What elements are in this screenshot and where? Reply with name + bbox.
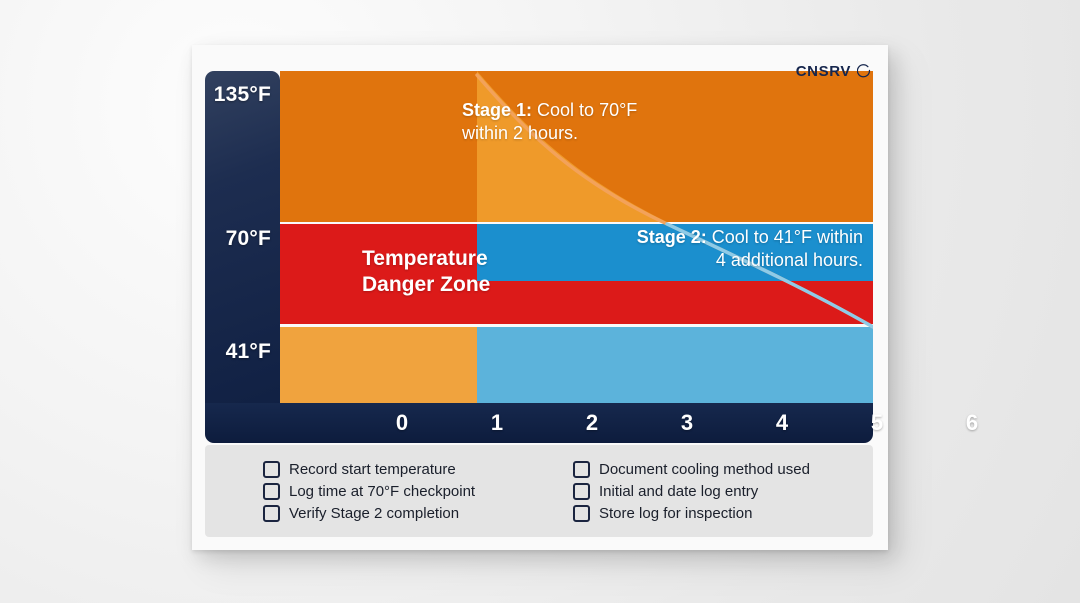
x-axis-tick-0: 0	[395, 410, 409, 435]
brand-logo: CNSRV	[796, 63, 872, 80]
x-axis: 0 1 2 3 4 5 6	[205, 403, 978, 443]
checkbox-icon[interactable]	[263, 504, 280, 522]
y-axis-tick-1: 70°F	[225, 227, 271, 251]
checklist-item[interactable]: Log time at 70°F checkpoint	[263, 482, 563, 500]
checklist-item[interactable]: Initial and date log entry	[573, 482, 873, 500]
danger-line1: Temperature	[362, 247, 488, 270]
brand-wordmark: CNSRV	[795, 63, 851, 80]
band-safe-right	[477, 327, 873, 403]
checklist-item-label: Initial and date log entry	[599, 482, 759, 500]
checklist-item[interactable]: Store log for inspection	[573, 504, 873, 522]
checklist-item-label: Document cooling method used	[599, 460, 810, 478]
x-axis-tick-5: 5	[870, 410, 884, 435]
y-axis: 135°F 70°F 41°F	[205, 71, 280, 433]
checklist-item[interactable]: Record start temperature	[263, 460, 563, 478]
chart-plot-area: Stage 1: Cool to 70°F within 2 hours. St…	[280, 71, 873, 403]
checklist-item-label: Record start temperature	[289, 460, 456, 478]
x-axis-tick-4: 4	[775, 410, 789, 435]
x-axis-tick-2: 2	[585, 410, 599, 435]
x-axis-tick-6: 6	[965, 410, 979, 435]
checkbox-icon[interactable]	[573, 460, 590, 478]
stage1-line1: Stage 1: Cool to 70°F	[462, 100, 638, 120]
checkbox-icon[interactable]	[573, 504, 590, 522]
stage1-annotation: Stage 1: Cool to 70°F within 2 hours.	[462, 99, 637, 145]
danger-line2: Danger Zone	[362, 273, 491, 297]
stage1-line2: within 2 hours.	[462, 123, 579, 144]
band-safe-left	[280, 327, 477, 403]
y-axis-tick-2: 41°F	[225, 339, 271, 363]
circle-arc-icon	[857, 64, 871, 78]
band-safe-zone	[280, 327, 873, 403]
checklist-item-label: Store log for inspection	[599, 504, 753, 522]
checklist-item-label: Verify Stage 2 completion	[289, 504, 460, 522]
stage2-line1: Stage 2: Cool to 41°F within	[636, 227, 863, 247]
checklist-item[interactable]: Verify Stage 2 completion	[263, 504, 563, 522]
checkbox-icon[interactable]	[573, 482, 590, 500]
checklist-item-label: Log time at 70°F checkpoint	[289, 482, 476, 500]
checkbox-icon[interactable]	[263, 460, 280, 478]
stage2-annotation: Stage 2: Cool to 41°F within 4 additiona…	[637, 226, 863, 272]
stage2-line2: 4 additional hours.	[715, 250, 863, 271]
checklist-item[interactable]: Document cooling method used	[573, 460, 873, 478]
curve-under-fill	[477, 71, 667, 222]
x-axis-tick-3: 3	[680, 410, 694, 435]
checkbox-icon[interactable]	[263, 482, 280, 500]
danger-zone-annotation: Temperature Danger Zone	[362, 246, 490, 299]
x-axis-tick-1: 1	[490, 410, 504, 435]
cooling-chart: Stage 1: Cool to 70°F within 2 hours. St…	[205, 71, 978, 443]
infographic-card: CNSRV Stage	[192, 45, 978, 550]
y-axis-tick-0: 135°F	[213, 82, 271, 106]
